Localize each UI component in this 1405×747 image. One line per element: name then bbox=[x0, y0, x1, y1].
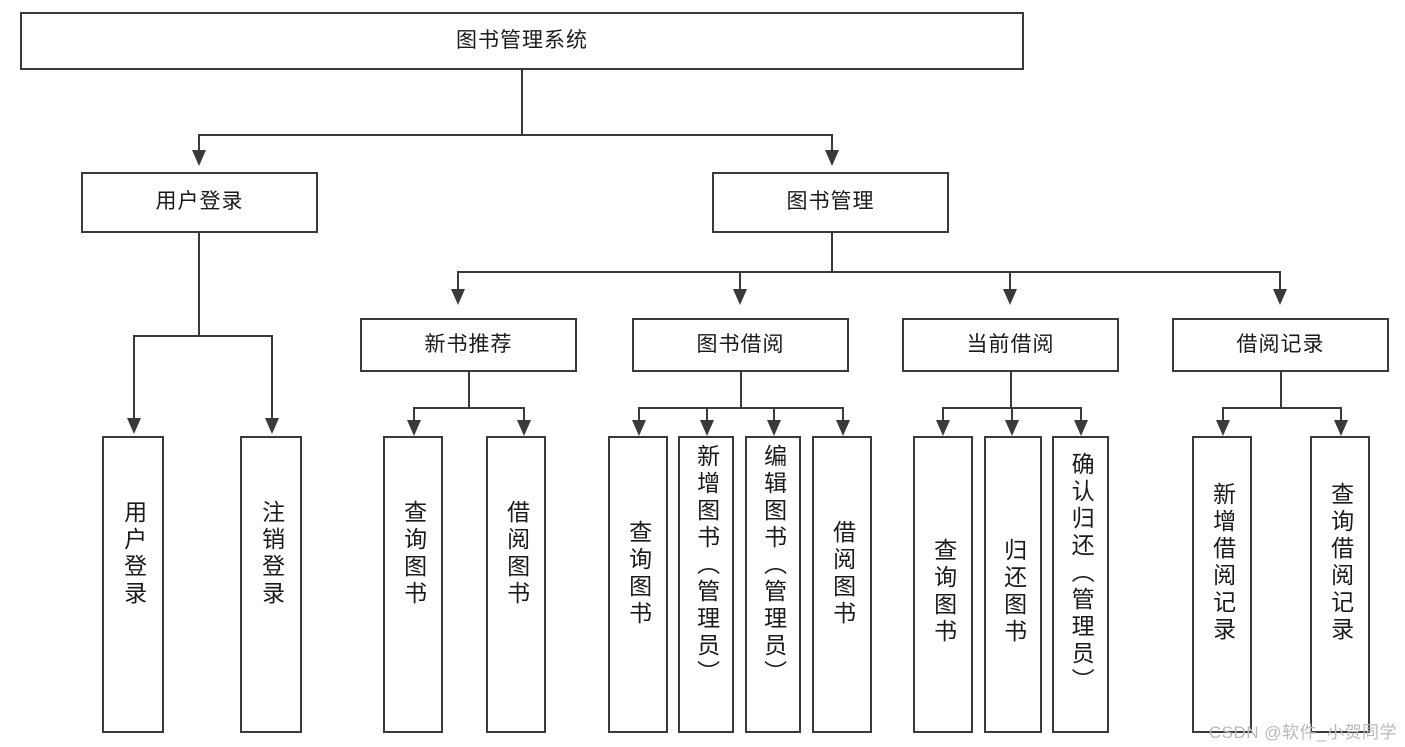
leaf-currentborrow-return-book[interactable]: 归还图书 bbox=[984, 436, 1042, 733]
arrow-bookborrow-to-add bbox=[700, 420, 714, 436]
arrow-bookborrow-to-edit bbox=[767, 420, 781, 436]
connector-currentborrow-leg-1 bbox=[942, 407, 944, 420]
connector-currentborrow-stem bbox=[1010, 372, 1012, 407]
connector-bookborrow-leg-2 bbox=[706, 407, 708, 420]
leaf-user-login[interactable]: 用户登录 bbox=[102, 436, 164, 733]
node-label: 查询图书 bbox=[625, 520, 652, 628]
node-label: 借阅记录 bbox=[1236, 332, 1325, 356]
connector-bookmgmt-leg-2 bbox=[739, 271, 741, 289]
node-label: 新书推荐 bbox=[424, 332, 513, 356]
connector-root-stem bbox=[521, 70, 523, 134]
node-label: 图书管理系统 bbox=[456, 28, 588, 52]
leaf-borrowrecord-query-record[interactable]: 查询借阅记录 bbox=[1310, 436, 1370, 733]
node-label: 当前借阅 bbox=[966, 332, 1055, 356]
connector-currentborrow-leg-2 bbox=[1011, 407, 1013, 420]
connector-bookborrow-stem bbox=[740, 372, 742, 407]
node-borrow-record[interactable]: 借阅记录 bbox=[1172, 318, 1389, 372]
connector-newbook-leg-1 bbox=[413, 407, 415, 420]
arrow-bookborrow-to-borrow bbox=[836, 420, 850, 436]
node-label: 用户登录 bbox=[155, 190, 244, 214]
leaf-currentborrow-confirm-return[interactable]: 确认归还（管理员） bbox=[1052, 436, 1109, 733]
watermark-text: CSDN @软件_小贺同学 bbox=[1208, 723, 1397, 742]
arrow-bookmgmt-to-current-borrow bbox=[1003, 289, 1017, 305]
node-book-borrow[interactable]: 图书借阅 bbox=[632, 318, 849, 372]
arrow-newbook-to-query bbox=[407, 420, 421, 436]
node-book-management[interactable]: 图书管理 bbox=[712, 172, 949, 233]
connector-userlogin-fan-bar bbox=[133, 335, 271, 337]
node-label: 注销登录 bbox=[258, 500, 285, 608]
arrow-userlogin-to-login bbox=[127, 418, 141, 434]
leaf-currentborrow-query-book[interactable]: 查询图书 bbox=[913, 436, 973, 733]
connector-bookmgmt-stem bbox=[831, 233, 833, 271]
connector-borrowrecord-fan-bar bbox=[1222, 407, 1340, 409]
node-label: 确认归还（管理员） bbox=[1068, 452, 1095, 695]
connector-borrowrecord-leg-1 bbox=[1222, 407, 1224, 420]
node-user-login[interactable]: 用户登录 bbox=[81, 172, 318, 233]
node-label: 查询借阅记录 bbox=[1327, 482, 1354, 644]
leaf-bookborrow-edit-book[interactable]: 编辑图书（管理员） bbox=[745, 436, 801, 733]
arrow-currentborrow-to-query bbox=[936, 420, 950, 436]
node-new-book-recommend[interactable]: 新书推荐 bbox=[360, 318, 577, 372]
arrow-bookmgmt-to-book-borrow bbox=[733, 289, 747, 305]
connector-bookborrow-leg-4 bbox=[842, 407, 844, 420]
arrow-borrowrecord-to-query bbox=[1334, 420, 1348, 436]
connector-bookmgmt-leg-1 bbox=[457, 271, 459, 289]
leaf-bookborrow-query-book[interactable]: 查询图书 bbox=[608, 436, 668, 733]
arrow-root-to-book-manage bbox=[825, 150, 839, 166]
arrow-borrowrecord-to-add bbox=[1216, 420, 1230, 436]
connector-newbook-leg-2 bbox=[523, 407, 525, 420]
arrow-newbook-to-borrow bbox=[517, 420, 531, 436]
node-label: 借阅图书 bbox=[829, 520, 856, 628]
connector-bookmgmt-leg-4 bbox=[1279, 271, 1281, 289]
connector-bookborrow-leg-1 bbox=[638, 407, 640, 420]
leaf-bookborrow-add-book[interactable]: 新增图书（管理员） bbox=[678, 436, 734, 733]
leaf-newbook-query-book[interactable]: 查询图书 bbox=[383, 436, 443, 733]
leaf-bookborrow-borrow-book[interactable]: 借阅图书 bbox=[812, 436, 872, 733]
arrow-currentborrow-to-return bbox=[1005, 420, 1019, 436]
connector-newbook-fan-bar bbox=[413, 407, 523, 409]
node-label: 编辑图书（管理员） bbox=[760, 444, 787, 687]
connector-bookborrow-fan-bar bbox=[638, 407, 842, 409]
connector-root-leg-left bbox=[198, 134, 200, 152]
connector-newbook-stem bbox=[468, 372, 470, 407]
node-root-system[interactable]: 图书管理系统 bbox=[20, 12, 1024, 70]
connector-bookborrow-leg-3 bbox=[773, 407, 775, 420]
connector-bookmgmt-fan-bar bbox=[457, 271, 1279, 273]
connector-borrowrecord-stem bbox=[1280, 372, 1282, 407]
leaf-user-logout[interactable]: 注销登录 bbox=[240, 436, 302, 733]
node-current-borrow[interactable]: 当前借阅 bbox=[902, 318, 1119, 372]
arrow-userlogin-to-logout bbox=[265, 418, 279, 434]
node-label: 新增图书（管理员） bbox=[693, 444, 720, 687]
node-label: 图书借阅 bbox=[696, 332, 785, 356]
arrow-bookmgmt-to-new-book bbox=[451, 289, 465, 305]
node-label: 新增借阅记录 bbox=[1209, 482, 1236, 644]
connector-root-fan-bar bbox=[198, 134, 831, 136]
arrow-bookmgmt-to-borrow-record bbox=[1273, 289, 1287, 305]
arrow-currentborrow-to-confirm bbox=[1074, 420, 1088, 436]
connector-borrowrecord-leg-2 bbox=[1340, 407, 1342, 420]
node-label: 借阅图书 bbox=[503, 500, 530, 608]
connector-userlogin-leg-2 bbox=[271, 335, 273, 418]
node-label: 查询图书 bbox=[930, 538, 957, 646]
leaf-newbook-borrow-book[interactable]: 借阅图书 bbox=[486, 436, 546, 733]
connector-bookmgmt-leg-3 bbox=[1009, 271, 1011, 289]
connector-currentborrow-leg-3 bbox=[1080, 407, 1082, 420]
leaf-borrowrecord-add-record[interactable]: 新增借阅记录 bbox=[1192, 436, 1252, 733]
node-label: 用户登录 bbox=[120, 500, 147, 608]
node-label: 查询图书 bbox=[400, 500, 427, 608]
node-label: 归还图书 bbox=[1000, 538, 1027, 646]
connector-root-leg-right bbox=[831, 134, 833, 152]
arrow-bookborrow-to-query bbox=[632, 420, 646, 436]
connector-userlogin-leg-1 bbox=[133, 335, 135, 418]
arrow-root-to-user-login bbox=[192, 150, 206, 166]
connector-userlogin-stem bbox=[198, 233, 200, 335]
node-label: 图书管理 bbox=[786, 190, 875, 214]
